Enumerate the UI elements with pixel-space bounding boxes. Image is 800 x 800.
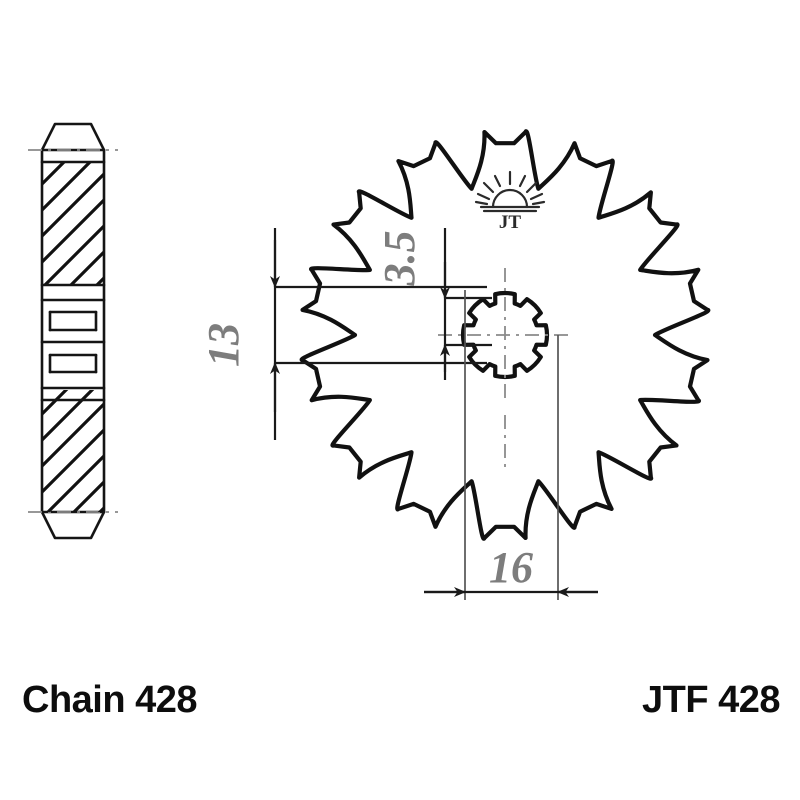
jt-monogram: JT [499, 212, 522, 233]
part-number-label: JTF 428 [642, 679, 780, 721]
side-view-tooth-tip-top [40, 122, 106, 152]
dimension-13-label: 13 [199, 323, 248, 367]
dimension-3-5-label: 3.5 [375, 231, 424, 287]
dimension-3-5: 3.5 [375, 228, 450, 380]
side-view-hub-bands [40, 160, 106, 402]
sprocket-front-view [299, 129, 711, 541]
rising-sun-icon [474, 170, 546, 213]
sprocket-gear-outline [299, 129, 711, 541]
jt-logo: JT [474, 170, 546, 233]
side-view-tooth-tip-bottom [40, 510, 106, 540]
side-section-view [28, 122, 118, 540]
sprocket-hub-spline-bore [460, 290, 550, 380]
side-view-hatching-upper [42, 162, 104, 285]
projection-lines [275, 285, 559, 600]
dimension-16-label: 16 [489, 543, 533, 592]
side-view-hatching-lower [42, 390, 104, 512]
dimension-16: 16 [424, 543, 598, 597]
dimension-13: 13 [199, 228, 280, 440]
chain-label: Chain 428 [22, 679, 197, 721]
